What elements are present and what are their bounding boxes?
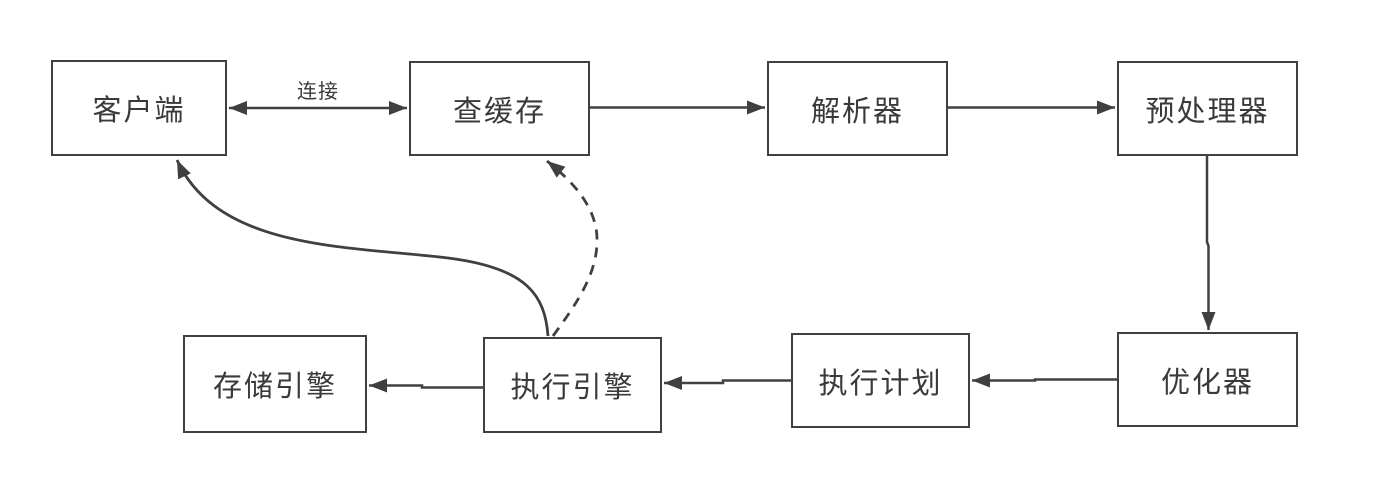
edge-engine-cache [546,159,599,337]
node-execution-engine: 执行引擎 [483,337,662,433]
node-client: 客户端 [51,60,227,156]
edge-engine-client [175,159,550,337]
node-execution-plan: 执行计划 [791,333,970,428]
node-storage-engine: 存储引擎 [183,335,367,433]
edge-engine-storage [369,378,483,393]
edge-plan-engine [664,376,791,390]
edge-preprocessor-optimizer [1201,156,1216,330]
node-query-cache: 查缓存 [409,61,590,156]
edge-label-connection: 连接 [297,81,339,103]
node-preprocessor: 预处理器 [1117,61,1298,156]
node-parser: 解析器 [767,61,948,156]
edge-optimizer-plan [972,373,1117,388]
node-optimizer: 优化器 [1117,332,1298,427]
